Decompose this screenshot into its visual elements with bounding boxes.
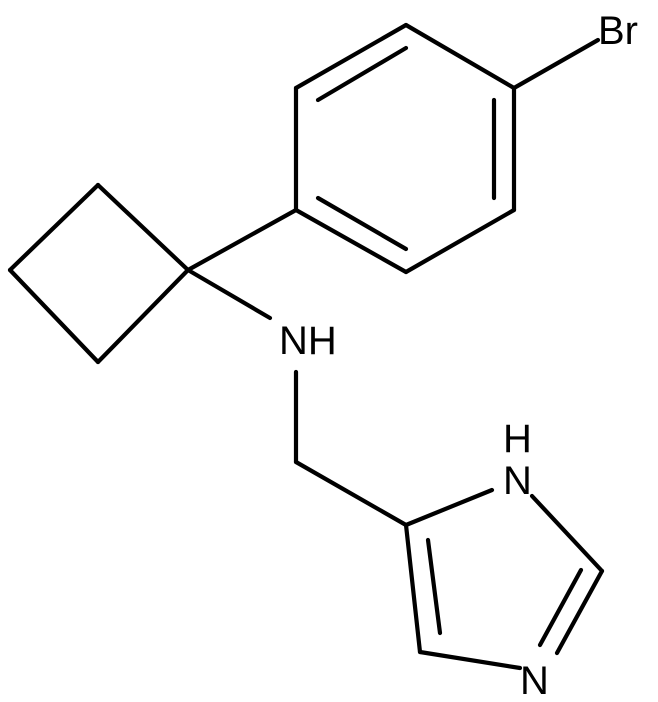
double-bond-inner [425, 537, 443, 636]
bromine-label: Br [598, 9, 638, 53]
bromophenyl-ring [293, 22, 517, 275]
double-bond-inner [315, 195, 409, 252]
bond [293, 207, 409, 275]
bond [95, 182, 191, 273]
bond [95, 267, 191, 365]
bond [417, 649, 523, 671]
bond-aryl-bromine [511, 37, 601, 91]
bond [7, 267, 101, 365]
imidazole-nh-h-label: H [503, 417, 532, 461]
imidazole-nh-n-label: N [503, 459, 532, 503]
amine-nh-label: NH [279, 319, 337, 363]
bond [403, 22, 517, 91]
imidazole-n-label: N [520, 659, 549, 702]
bond [403, 522, 423, 655]
bond-cyclobutyl-aryl [185, 207, 299, 273]
bond [7, 182, 101, 273]
imidazole-ring [403, 487, 605, 671]
bond [403, 487, 495, 528]
bond [403, 207, 517, 275]
bond-methylene-imidazole [293, 459, 409, 528]
cyclobutane-ring [7, 182, 191, 365]
double-bond-inner [537, 567, 584, 648]
bond [293, 22, 409, 91]
bond [554, 568, 605, 656]
double-bond-inner [315, 45, 409, 103]
bond [529, 493, 605, 574]
bond-cyclobutyl-amine [185, 267, 273, 321]
